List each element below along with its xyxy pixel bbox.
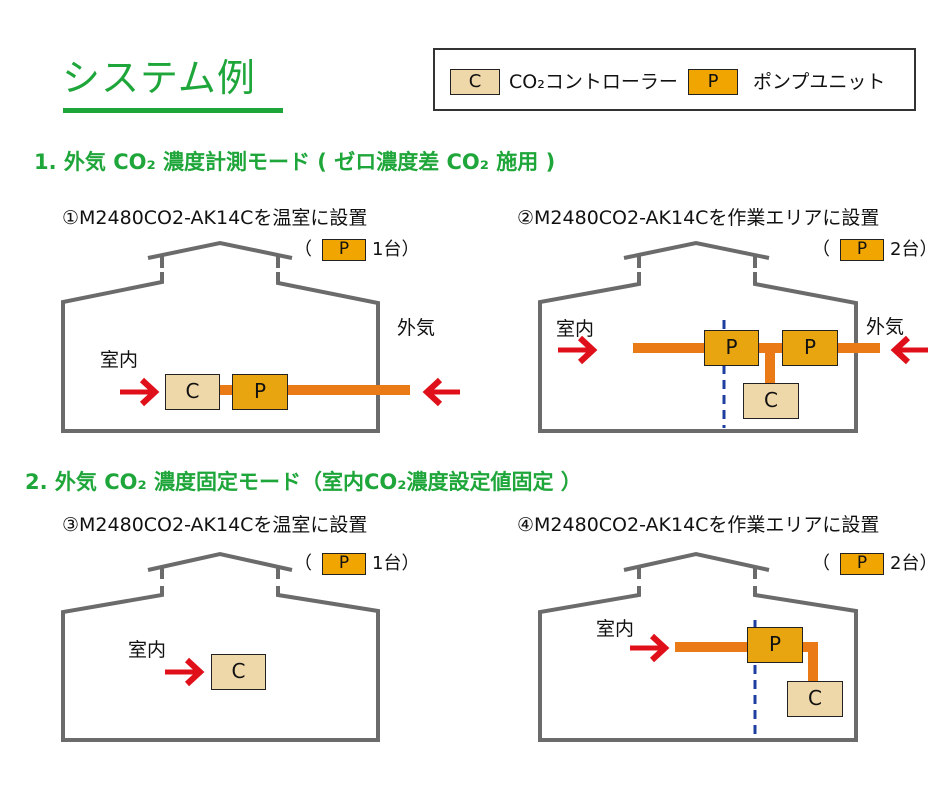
greenhouse-outline — [61, 551, 380, 742]
pump-count-text: 1台） — [372, 553, 420, 574]
indoor-arrow-head — [577, 335, 598, 365]
greenhouse-outline — [538, 240, 858, 433]
pump-unit-1: P — [704, 330, 759, 366]
outdoor-label: 外気 — [866, 316, 905, 338]
section-1-heading: 1. 外気 CO₂ 濃度計測モード ( ゼロ濃度差 CO₂ 施用 ) — [34, 150, 556, 174]
greenhouse-outline — [61, 240, 380, 433]
indoor-label: 室内 — [128, 639, 167, 661]
indoor-label: 室内 — [556, 318, 595, 340]
pump-unit-2: P — [782, 330, 838, 366]
section-2-heading: 2. 外気 CO₂ 濃度固定モード（室内CO₂濃度設定値固定 ） — [25, 470, 582, 494]
diagram-4-caption: ④M2480CO2-AK14Cを作業エリアに設置 — [517, 514, 880, 536]
paren-open: （ — [812, 553, 830, 574]
pump-symbol: P — [840, 239, 884, 261]
greenhouse-outline — [538, 551, 858, 742]
diagram-1-caption: ①M2480CO2-AK14Cを温室に設置 — [62, 207, 368, 229]
paren-open: （ — [812, 239, 830, 260]
pump-unit: P — [232, 374, 288, 410]
indoor-label: 室内 — [100, 349, 139, 371]
pipe — [675, 642, 818, 683]
diagram-2-caption: ②M2480CO2-AK14Cを作業エリアに設置 — [517, 207, 880, 229]
pump-symbol: P — [840, 553, 884, 575]
outdoor-arrow-head — [890, 335, 911, 365]
controller-unit: C — [787, 681, 843, 717]
pump-symbol: P — [322, 239, 366, 261]
outdoor-label: 外気 — [397, 317, 436, 339]
legend-controller-symbol: C — [450, 69, 500, 95]
legend-pump-label: ポンプユニット — [753, 71, 886, 93]
indoor-arrow-head — [649, 633, 670, 663]
legend-controller-label: CO₂コントローラー — [509, 71, 678, 93]
paren-open: （ — [294, 553, 312, 574]
paren-open: （ — [294, 239, 312, 260]
controller-unit: C — [211, 654, 266, 690]
pump-count-text: 1台） — [372, 239, 420, 260]
indoor-arrow-head — [184, 657, 205, 687]
indoor-arrow-head — [139, 377, 160, 407]
pump-unit: P — [747, 627, 803, 663]
diagram-3-caption: ③M2480CO2-AK14Cを温室に設置 — [62, 514, 368, 536]
diagram-4-pump-count: （ P 2台） — [812, 552, 937, 576]
pump-count-text: 2台） — [890, 553, 938, 574]
outdoor-arrow-head — [422, 377, 443, 407]
diagram-3-pump-count: （ P 1台） — [294, 552, 419, 576]
pump-symbol: P — [322, 553, 366, 575]
title-underline — [63, 108, 283, 113]
legend: C CO₂コントローラー P ポンプユニット — [433, 48, 916, 111]
controller-unit: C — [743, 383, 799, 419]
indoor-label: 室内 — [596, 618, 635, 640]
controller-unit: C — [165, 374, 220, 410]
diagram-2-pump-count: （ P 2台） — [812, 238, 937, 262]
legend-pump-symbol: P — [688, 69, 738, 95]
diagram-1-pump-count: （ P 1台） — [294, 238, 419, 262]
page-title: システム例 — [62, 56, 256, 100]
pump-count-text: 2台） — [890, 239, 938, 260]
